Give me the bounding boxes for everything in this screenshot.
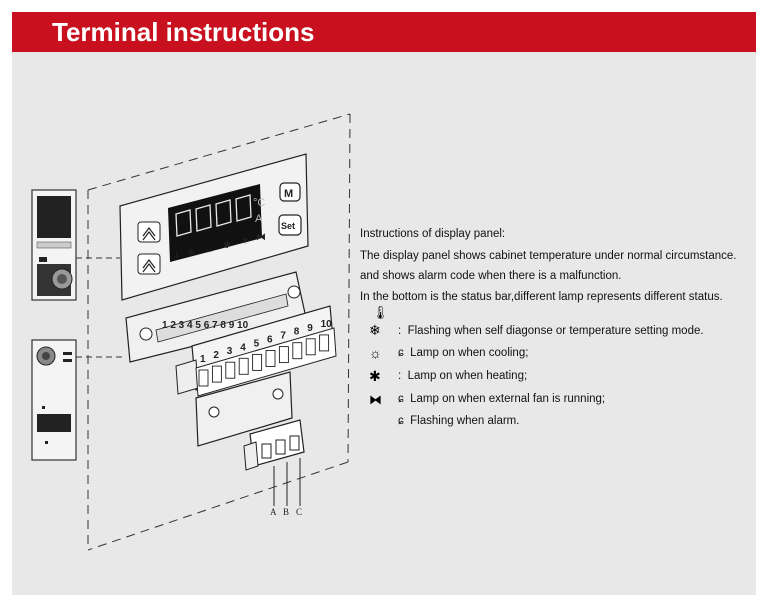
snowflake-icon: ❄ [369,322,381,338]
status-item-fan: ɕ Lamp on when external fan is running; [398,393,606,405]
status-item-cooling: ɕ Lamp on when cooling; [398,347,529,359]
terminal-pin [211,365,222,383]
cabinet-unit-bottom [31,339,77,461]
display-panel: °C A M Set ⸸ ❄ ☼ ✱ ✶ ⧓ [119,153,309,301]
svg-text:✱: ✱ [223,240,231,251]
status-item-heating: : Lamp on when heating; [398,370,528,382]
status-item-alarm: ɕ Flashing when alarm. [398,415,520,427]
terminal-number: 4 [240,342,246,353]
dashed-outline [87,113,351,551]
terminal-pin [238,357,249,375]
svg-text:☼: ☼ [205,244,214,255]
cabinet-unit-top [31,189,77,301]
svg-text:B: B [283,507,289,517]
terminal-number: 7 [280,331,286,342]
svg-text:Set: Set [281,221,295,231]
instruction-line: The display panel shows cabinet temperat… [360,250,737,262]
terminal-housing-3pin: A B C [195,371,305,517]
status-item-self-diagnose: : Flashing when self diagonse or tempera… [398,325,704,337]
instruction-line: In the bottom is the status bar,differen… [360,291,723,303]
terminal-pin [292,342,303,360]
thermometer-icon: 🌡︎ [372,305,389,320]
terminal-number: 9 [307,323,313,334]
terminal-pin [252,353,263,371]
terminal-number: 1 [200,354,206,365]
terminal-number: 6 [267,335,273,346]
sun-icon: ☼ [369,345,382,361]
page-title: Terminal instructions [52,17,315,47]
svg-text:A: A [270,507,277,517]
terminal-pin [198,369,209,387]
terminal-number: 5 [254,338,260,349]
terminal-number: 2 [213,350,219,361]
svg-text:C: C [296,507,302,517]
instruction-line: and shows alarm code when there is a mal… [360,270,622,282]
svg-text:°C: °C [253,197,265,209]
terminal-pin [225,361,236,379]
terminal-pin [305,338,316,356]
instructions-heading: Instructions of display panel: [360,228,506,240]
svg-text:✶: ✶ [241,236,249,247]
terminal-number: 3 [227,346,233,357]
fan-icon: ⧓ [369,392,382,407]
svg-text:⸸: ⸸ [174,251,179,262]
upper-terminal-numbers: 1 2 3 4 5 6 7 8 9 10 [162,320,249,331]
terminal-number-labels: 1 2 3 4 5 6 7 8 9 10 [200,319,332,365]
terminal-pin [265,350,276,367]
header-banner: Terminal instructions [12,12,756,52]
terminal-number: 8 [294,327,300,338]
terminal-pin [278,346,289,364]
svg-text:❄: ❄ [187,248,195,259]
svg-text:A: A [255,213,263,225]
heating-icon: ✱ [369,368,381,384]
terminal-pin [319,334,330,352]
terminal-number: 10 [321,319,333,330]
terminal-strip-10: 1 2 3 4 5 6 7 8 9 10 [175,305,337,397]
terminal-housing-upper: 1 2 3 4 5 6 7 8 9 10 [125,271,307,363]
svg-text:M: M [284,188,293,200]
svg-text:⧓: ⧓ [256,232,266,243]
